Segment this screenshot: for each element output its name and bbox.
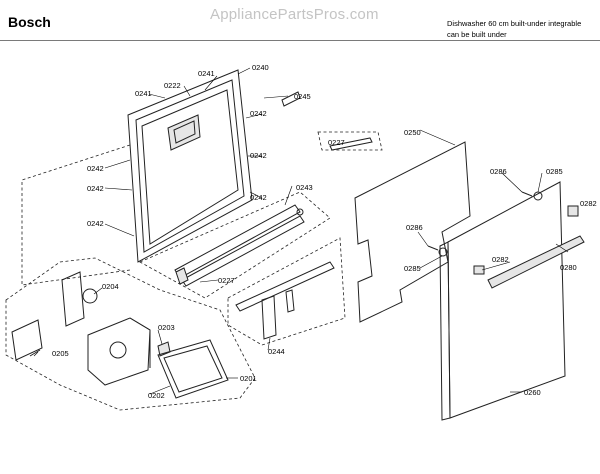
callout-0202: 0202 — [148, 391, 165, 400]
callout-0285-left: 0285 — [404, 264, 421, 273]
cover-screw — [29, 349, 41, 357]
bracket-0204 — [61, 271, 98, 327]
hinge-group-outline — [227, 237, 346, 346]
callout-0286-right: 0286 — [490, 167, 507, 176]
model-description: Dishwasher 60 cm built-under integrable … — [447, 18, 581, 40]
callout-0242-r2: 0242 — [250, 151, 267, 160]
callout-0242-l2: 0242 — [87, 184, 104, 193]
header-divider — [0, 40, 600, 41]
brand-name: Bosch — [8, 14, 51, 30]
leader-lines — [33, 67, 569, 395]
callout-0282-right: 0282 — [580, 199, 597, 208]
door-seal-rails — [174, 204, 305, 287]
callout-0227-detail: 0227 — [328, 138, 345, 147]
door-handle — [487, 235, 585, 289]
description-line-1: Dishwasher 60 cm built-under integrable — [447, 19, 582, 28]
callout-0245: 0245 — [294, 92, 311, 101]
description-line-2: can be built under — [447, 30, 507, 39]
callout-0282-left: 0282 — [492, 255, 509, 264]
callout-0241-left: 0241 — [135, 89, 152, 98]
part-0227-detail — [329, 137, 373, 151]
callout-0260: 0260 — [524, 388, 541, 397]
callout-0204: 0204 — [102, 282, 119, 291]
handle-end-cap-right — [567, 205, 579, 217]
detail-0227-outline — [317, 131, 383, 151]
seal-group-outline — [139, 191, 331, 299]
door-panel-0250 — [354, 141, 471, 323]
callout-0205: 0205 — [52, 349, 69, 358]
callout-0242-r1: 0242 — [250, 109, 267, 118]
callout-0201: 0201 — [240, 374, 257, 383]
callout-0280: 0280 — [560, 263, 577, 272]
callout-0241-top: 0241 — [198, 69, 215, 78]
callout-0250: 0250 — [404, 128, 421, 137]
callout-0222: 0222 — [164, 81, 181, 90]
control-knob — [157, 341, 171, 357]
front-door-panel — [439, 181, 566, 421]
callout-0227: 0227 — [218, 276, 235, 285]
callout-0242-l3: 0242 — [87, 219, 104, 228]
fasteners — [281, 91, 543, 257]
inner-door-frame — [127, 69, 253, 263]
frame-group-outline — [21, 144, 131, 286]
control-group-outline — [5, 257, 256, 411]
callout-0242-r3: 0242 — [250, 193, 267, 202]
site-watermark: AppliancePartsPros.com — [210, 6, 379, 23]
callout-0240: 0240 — [252, 63, 269, 72]
hinge-rail — [235, 261, 335, 340]
callout-0244: 0244 — [268, 347, 285, 356]
handle-end-cap-left — [473, 265, 485, 275]
callout-0285-right: 0285 — [546, 167, 563, 176]
callout-0242-l1: 0242 — [87, 164, 104, 173]
gasket-frame — [157, 339, 229, 399]
control-module — [87, 317, 151, 386]
cover-plate — [11, 319, 43, 361]
callout-labels: 0241 0222 0241 0240 0245 0242 0242 0242 … — [52, 63, 597, 400]
callout-0286-left: 0286 — [406, 223, 423, 232]
callout-0243: 0243 — [296, 183, 313, 192]
callout-0203: 0203 — [158, 323, 175, 332]
